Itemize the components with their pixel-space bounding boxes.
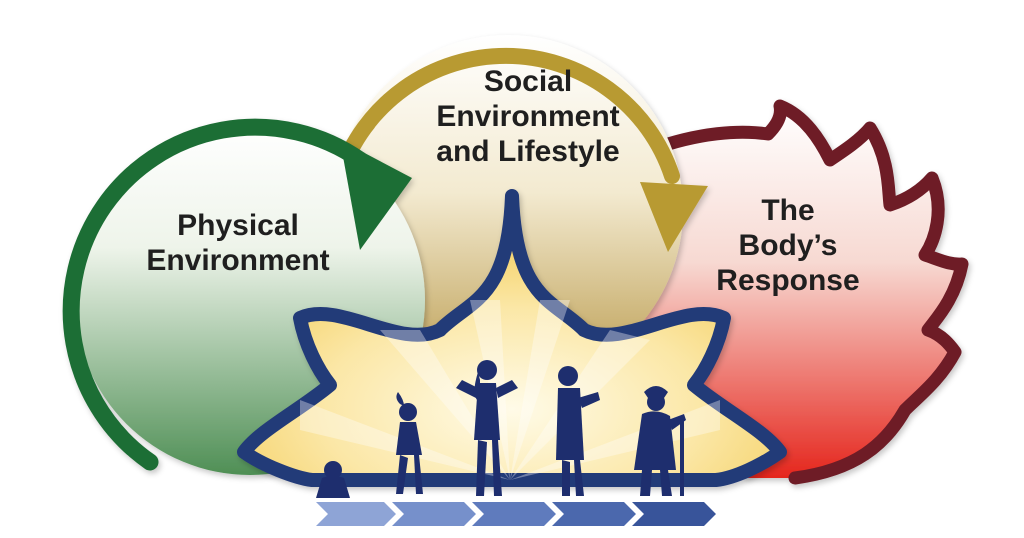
timeline-chevron-2 <box>392 502 476 526</box>
adult-woman-silhouette <box>556 366 600 496</box>
physical-label-line-1: Physical <box>177 209 299 242</box>
timeline-chevron-5 <box>632 502 716 526</box>
physical-environment-label: Physical Environment <box>118 208 358 278</box>
life-course-timeline <box>316 502 716 526</box>
physical-arrowhead <box>340 140 412 250</box>
woman-silhouette <box>456 360 518 496</box>
flame-outline <box>643 99 969 485</box>
girl-silhouette <box>396 392 423 494</box>
timeline-chevron-4 <box>552 502 636 526</box>
body-label-line-2: Body’s <box>738 229 838 263</box>
social-arrow-arc <box>332 47 680 184</box>
body-label-line-1: The <box>761 194 815 227</box>
social-environment-label: Social Environment and Lifestyle <box>398 64 658 169</box>
life-stage-figures <box>316 360 686 498</box>
social-label-line-2: Environment <box>436 100 620 134</box>
body-response-label: The Body’s Response <box>688 193 888 298</box>
elderly-woman-silhouette <box>634 386 686 496</box>
timeline-chevron-1 <box>316 502 396 526</box>
flame-fill <box>620 106 962 478</box>
physical-label-line-2: Environment <box>146 244 330 278</box>
body-label-line-3: Response <box>716 264 860 298</box>
body-response-flame <box>620 99 969 485</box>
social-arrowhead <box>640 182 708 252</box>
timeline-chevron-3 <box>472 502 556 526</box>
social-label-line-3: and Lifestyle <box>436 135 620 169</box>
social-label-line-1: Social <box>483 65 573 98</box>
canopy-shape <box>237 189 787 487</box>
physical-arrow-arc <box>62 118 369 471</box>
baby-silhouette <box>316 461 350 498</box>
